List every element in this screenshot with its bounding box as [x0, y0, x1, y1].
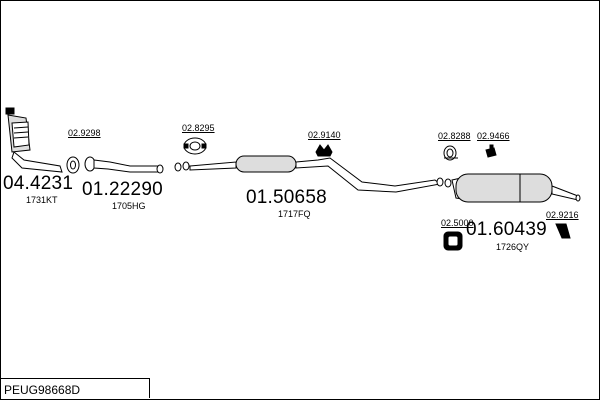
hanger-icon[interactable] [555, 223, 571, 239]
clamp-icon[interactable] [183, 137, 207, 155]
part-code-rear: 1726QY [496, 242, 530, 252]
gasket-icon[interactable] [66, 156, 80, 174]
part-number-center: 01.50658 [246, 187, 327, 208]
rear-pipe-connector-icon [436, 177, 452, 188]
part-code-catalyst: 1731KT [26, 195, 58, 205]
catalytic-converter-icon[interactable] [5, 107, 63, 173]
part-code-center: 1717FQ [278, 209, 311, 219]
part-number-mount2: 02.5000 [441, 218, 474, 228]
rubber-mount-icon[interactable] [315, 144, 333, 157]
part-number-mount1: 02.9140 [308, 130, 341, 140]
part-number-clamp2: 02.8288 [438, 131, 471, 141]
rubber-mount-2-icon[interactable] [443, 231, 463, 251]
pipe-clamp-icon[interactable] [443, 145, 458, 161]
part-number-front-pipe: 01.22290 [82, 179, 163, 200]
part-code-front-pipe: 1705HG [112, 201, 146, 211]
part-number-gasket: 02.9298 [68, 128, 101, 138]
part-number-clamp: 02.8295 [182, 123, 215, 133]
reference-box: PEUG98668D [0, 378, 150, 398]
bracket-icon[interactable] [485, 144, 497, 158]
reference-code: PEUG98668D [4, 383, 81, 397]
front-pipe-icon[interactable] [84, 156, 164, 174]
part-number-catalyst: 04.4231 [3, 173, 74, 194]
rear-silencer-icon[interactable] [451, 173, 581, 203]
center-silencer-icon[interactable] [189, 155, 442, 193]
part-number-bracket: 02.9466 [477, 131, 510, 141]
part-number-hanger: 02.9216 [546, 210, 579, 220]
pipe-joiner-icon [174, 161, 190, 172]
part-number-rear: 01.60439 [466, 219, 547, 240]
